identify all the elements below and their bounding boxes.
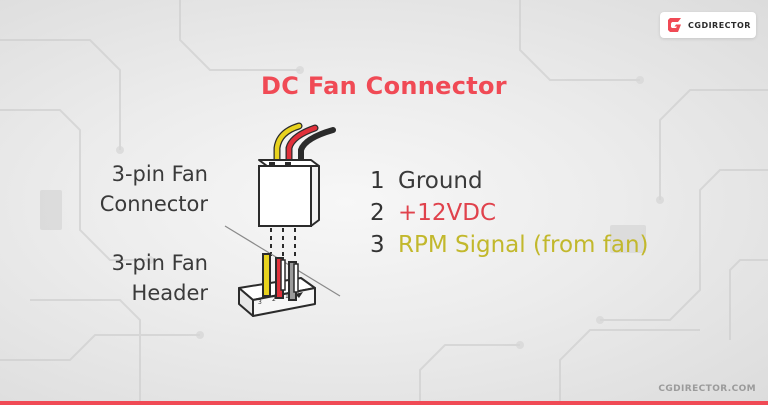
footer-url[interactable]: CGDIRECTOR.COM — [658, 384, 756, 394]
connector-label-line-1: 3-pin Fan — [111, 162, 208, 186]
connector-label-line-2: Connector — [99, 192, 208, 216]
pin-number: 2 — [370, 200, 385, 226]
header-pin-label-3: 3 — [258, 299, 262, 306]
fan-header: 3 2 1 — [238, 253, 316, 317]
pinout-list: 1 Ground 2 +12VDC 3 RPM Signal (from fan… — [370, 168, 649, 264]
pin-number: 3 — [370, 232, 385, 258]
logo-text: CGDIRECTOR — [688, 20, 751, 30]
header-pin-rpm — [262, 253, 271, 297]
header-pin-label-2: 2 — [272, 296, 276, 303]
pin-name-ground: Ground — [398, 168, 483, 194]
fan-connector-housing — [258, 159, 320, 227]
pin-name-rpm: RPM Signal (from fan) — [398, 232, 649, 258]
accent-bar — [0, 401, 768, 405]
pin-row-rpm: 3 RPM Signal (from fan) — [370, 232, 649, 264]
header-label-line-2: Header — [131, 281, 208, 305]
alignment-guides — [270, 228, 296, 260]
connector-label: 3-pin Fan Connector — [8, 159, 208, 219]
page-title: DC Fan Connector — [261, 72, 507, 100]
pin-number: 1 — [370, 168, 385, 194]
wire-12v-fill — [286, 125, 318, 173]
cg-logo-icon — [668, 18, 681, 32]
header-label: 3-pin Fan Header — [8, 248, 208, 308]
cgdirector-logo[interactable]: CGDIRECTOR — [660, 12, 756, 38]
wire-ground — [298, 127, 336, 173]
pin-row-12v: 2 +12VDC — [370, 200, 649, 232]
connector-diagram: 3 2 1 — [224, 122, 341, 317]
header-label-line-1: 3-pin Fan — [111, 251, 208, 275]
pin-name-12v: +12VDC — [398, 200, 497, 226]
header-pin-label-1: 1 — [285, 293, 289, 300]
wire-rpm-fill — [274, 123, 302, 173]
pin-row-ground: 1 Ground — [370, 168, 649, 200]
